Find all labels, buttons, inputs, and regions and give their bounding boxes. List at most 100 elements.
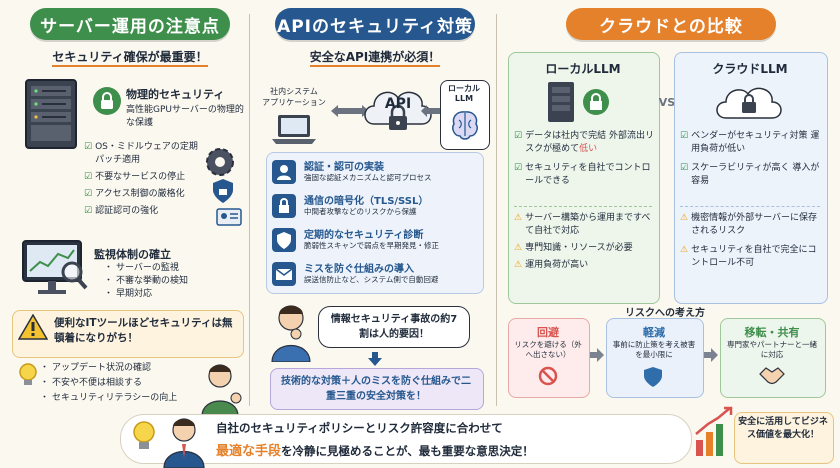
lightbulb-icon bbox=[133, 421, 155, 449]
local-llm-card bbox=[508, 52, 660, 304]
left-subtitle: セキュリティ確保が最重要！ bbox=[30, 48, 230, 67]
bottom-highlight: 最適な手段 bbox=[216, 444, 282, 459]
user-icon bbox=[272, 160, 296, 184]
internal-system-label: 社内システム アプリケーション bbox=[262, 87, 326, 107]
cloud-llm-title: クラウドLLM bbox=[712, 62, 788, 76]
server-rack-icon bbox=[25, 79, 77, 149]
risk-avoid-title: 回避 bbox=[537, 326, 559, 339]
lock-icon bbox=[272, 194, 296, 218]
local-divider bbox=[514, 206, 652, 207]
left-section-title: サーバー運用の注意点 bbox=[30, 8, 230, 40]
warning-icon: ⚠ bbox=[514, 260, 523, 270]
local-llm-node-label: ローカル LLM bbox=[448, 84, 480, 103]
laptop-icon bbox=[272, 115, 316, 144]
lightbulb-icon bbox=[19, 363, 37, 385]
check-icon: ☑ bbox=[514, 163, 523, 173]
local-llm-title: ローカルLLM bbox=[545, 62, 621, 76]
shield-lock-icon bbox=[213, 179, 233, 203]
warning-icon: ⚠ bbox=[514, 213, 523, 223]
monitoring-heading: 監視体制の確立 bbox=[94, 248, 171, 261]
check-icon: ☑ bbox=[84, 206, 93, 216]
risk-box-transfer bbox=[720, 318, 826, 398]
check-icon: ☑ bbox=[84, 172, 93, 182]
left-checklist: ☑OS・ミドルウェアの定期パッチ適用 ☑不要なサービスの停止 ☑アクセス制御の厳… bbox=[84, 142, 198, 216]
check-icon: ☑ bbox=[84, 189, 93, 199]
risk-mitigate-desc: 事前に防止策を考え被害を最小限に bbox=[612, 340, 696, 359]
warning-icon: ⚠ bbox=[680, 245, 689, 255]
check-icon: ☑ bbox=[680, 163, 689, 173]
measure-authentication: 認証・認可の実装 強固な認証メカニズムと認可プロセス bbox=[272, 158, 478, 188]
growth-chart-icon bbox=[695, 406, 733, 456]
prohibited-icon bbox=[538, 366, 558, 386]
measure-title: 通信の暗号化（TLS/SSL） bbox=[304, 196, 429, 207]
api-label: API bbox=[384, 96, 412, 112]
right-arrow-icon bbox=[704, 348, 718, 362]
handshake-icon bbox=[759, 367, 785, 385]
human-factor-text: 情報セキュリティ事故の約7割は人的要因！ bbox=[330, 314, 458, 340]
cloud-llm-pros: ☑ベンダーがセキュリティ対策 運用負荷が低い ☑スケーラビリティが高く 導入が容… bbox=[680, 131, 820, 186]
down-arrow-icon bbox=[368, 352, 382, 366]
cloud-divider bbox=[680, 206, 820, 207]
presenter-person-icon bbox=[163, 418, 205, 468]
measure-mistake-prevention: ミスを防ぐ仕組みの導入 誤送信防止など、システム側で自動回避 bbox=[272, 260, 478, 290]
brain-icon bbox=[452, 111, 478, 140]
bottom-banner bbox=[120, 414, 692, 464]
middle-subtitle: 安全なAPI連携が必須！ bbox=[275, 48, 475, 67]
conclusion-box bbox=[270, 368, 484, 410]
right-section-title: クラウドとの比較 bbox=[566, 8, 776, 40]
risk-transfer-desc: 専門家やパートナーと一緒に対応 bbox=[727, 340, 817, 359]
measure-desc: 強固な認証メカニズムと認可プロセス bbox=[304, 173, 432, 182]
value-badge-text: 安全に活用してビジネス価値を最大化！ bbox=[738, 417, 828, 440]
bottom-line-1: 自社のセキュリティポリシーとリスク許容度に合わせて bbox=[216, 421, 503, 435]
measure-desc: 中間者攻撃などのリスクから保護 bbox=[304, 207, 417, 216]
check-icon: ☑ bbox=[680, 131, 689, 141]
risk-mitigate-title: 軽減 bbox=[643, 326, 665, 339]
local-llm-pros: ☑データは社内で完結 外部流出リスクが極めて低い ☑セキュリティを自社でコントロ… bbox=[514, 131, 654, 186]
api-measures-panel bbox=[266, 152, 484, 294]
padlock-icon bbox=[93, 87, 121, 115]
measure-desc: 脆弱性スキャンで弱点を早期発見・修正 bbox=[304, 241, 439, 250]
cloud-lock-icon bbox=[716, 87, 782, 119]
column-divider-left bbox=[249, 14, 250, 406]
monitoring-list: ・サーバーの監視 ・不審な挙動の検知 ・早期対応 bbox=[104, 263, 189, 299]
server-lock-icon bbox=[548, 82, 609, 122]
warning-icon: ⚠ bbox=[514, 243, 523, 253]
thinking-person-icon bbox=[271, 305, 311, 362]
tips-list: ・アップデート状況の確認 ・不安や不便は相談する ・セキュリティリテラシーの向上 bbox=[40, 363, 178, 403]
physical-security-heading: 物理的セキュリティ bbox=[126, 88, 225, 101]
gear-icon bbox=[206, 148, 234, 176]
measure-title: ミスを防ぐ仕組みの導入 bbox=[304, 264, 414, 275]
vs-label: VS bbox=[658, 96, 676, 109]
right-arrow-icon bbox=[590, 348, 604, 362]
risk-heading: リスクへの考え方 bbox=[625, 308, 705, 319]
human-factor-bubble bbox=[318, 306, 470, 348]
measure-encryption: 通信の暗号化（TLS/SSL） 中間者攻撃などのリスクから保護 bbox=[272, 192, 478, 222]
measure-title: 認証・認可の実装 bbox=[304, 162, 384, 173]
check-icon: ☑ bbox=[514, 131, 523, 141]
middle-section-title: APIのセキュリティ対策 bbox=[275, 8, 475, 40]
envelope-icon bbox=[272, 262, 296, 286]
shield-icon bbox=[644, 367, 662, 387]
measure-title: 定期的なセキュリティ診断 bbox=[304, 230, 424, 241]
person-thumbs-up-icon bbox=[201, 364, 242, 416]
risk-transfer-title: 移転・共有 bbox=[744, 326, 800, 339]
convenience-warning-box bbox=[12, 310, 244, 358]
magnifier-icon bbox=[61, 261, 88, 290]
measure-desc: 誤送信防止など、システム側で自動回避 bbox=[304, 275, 439, 284]
warning-icon bbox=[18, 314, 48, 340]
conclusion-text: 技術的な対策＋人のミスを防ぐ仕組みで二重三重の安全対策を！ bbox=[281, 376, 471, 402]
column-divider-right bbox=[496, 14, 497, 406]
convenience-warning-text: 便利なITツールほどセキュリティは無頓着になりがち！ bbox=[54, 317, 233, 344]
warning-icon: ⚠ bbox=[680, 213, 689, 223]
bottom-line-2: 最適な手段を冷静に見極めることが、最も重要な意思決定！ bbox=[216, 444, 534, 459]
risk-box-mitigate bbox=[606, 318, 704, 398]
cloud-llm-cons: ⚠機密情報が外部サーバーに保存されるリスク ⚠セキュリティを自社で完全にコントロ… bbox=[680, 213, 817, 268]
api-cloud-lock-icon bbox=[364, 91, 432, 130]
value-badge bbox=[734, 412, 834, 464]
local-llm-cons: ⚠サーバー構築から運用まですべて自社で対応 ⚠専門知識・リソースが必要 ⚠運用負… bbox=[514, 213, 651, 270]
physical-security-desc: 高性能GPUサーバーの物理的な保護 bbox=[126, 105, 244, 128]
id-card-icon bbox=[216, 208, 242, 226]
measure-diagnosis: 定期的なセキュリティ診断 脆弱性スキャンで弱点を早期発見・修正 bbox=[272, 226, 478, 256]
risk-avoid-desc: リスクを避ける（外へ出さない） bbox=[514, 340, 582, 359]
bidirectional-arrow-icon bbox=[331, 105, 369, 117]
